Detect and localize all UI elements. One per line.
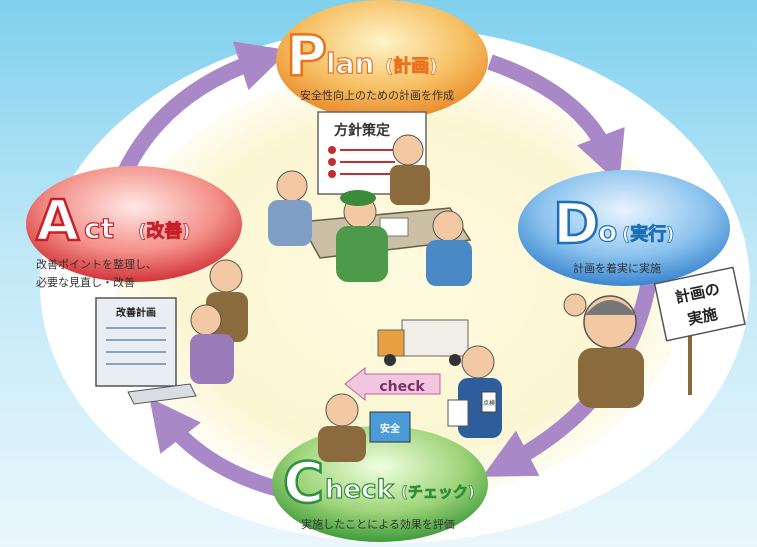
plan-big-letter: P [286, 24, 327, 89]
act-badge [26, 166, 242, 282]
check-inspector-clipboard [447, 399, 469, 427]
check-screen-label: 安全 [380, 422, 401, 435]
act-person-front-head [190, 304, 222, 336]
check-person-body [318, 426, 366, 462]
plan-title-sub: (計画) [385, 55, 437, 77]
check-person-head [325, 393, 359, 427]
plan-description: 安全性向上のための計画を作成 [300, 88, 454, 102]
person-body [336, 226, 388, 282]
person-body [426, 240, 472, 286]
check-inspector-head [461, 345, 495, 379]
check-arrow [344, 366, 441, 402]
person-head [276, 170, 308, 202]
phase-plan: P lan (計画) 安全性向上のための計画を作成 [276, 0, 488, 120]
do-man-body [578, 348, 644, 408]
act-person-back-head [209, 259, 243, 293]
act-title-sub: (改善) [138, 220, 190, 242]
person-body [268, 200, 312, 246]
do-sign: 計画の 実施 [653, 266, 746, 342]
do-illustration: 計画の 実施 [563, 266, 746, 408]
check-title-sub: (チェック) [401, 483, 475, 501]
check-inspector-badge [481, 391, 497, 413]
plan-board-lines [340, 149, 395, 175]
do-title-rest: o [598, 215, 617, 248]
check-illustration: check 安全 点検 [318, 319, 502, 462]
act-big-letter: A [36, 189, 80, 254]
plan-board-title: 方針策定 [334, 122, 390, 139]
arrow-check-to-act [149, 397, 285, 498]
do-sign-line2: 実施 [686, 305, 719, 329]
act-description-line2: 必要な見直し・改善 [36, 275, 135, 289]
meeting-people [268, 134, 472, 286]
phase-act: A ct (改善) 改善ポイントを整理し、 必要な見直し・改善 [26, 166, 242, 289]
do-big-letter: D [553, 192, 599, 257]
green-cap [340, 190, 376, 206]
plan-board-dots [328, 146, 336, 178]
check-truck-cargo [401, 319, 469, 357]
do-badge [518, 170, 730, 286]
cycle-inner-ellipse [115, 70, 685, 500]
act-keyboard [127, 383, 197, 405]
check-truck-cab [377, 329, 405, 357]
plan-title-rest: lan [326, 47, 374, 80]
plan-badge [276, 0, 488, 120]
phase-do: D o (実行) 計画を着実に実施 [518, 170, 730, 286]
person-head [432, 210, 464, 242]
do-man-hair [585, 300, 636, 315]
do-description: 計画を着実に実施 [573, 261, 661, 275]
truck-wheel [449, 354, 461, 366]
act-description-line1: 改善ポイントを整理し、 [36, 257, 157, 271]
do-man-fist [563, 293, 587, 317]
act-monitor [95, 297, 177, 387]
act-monitor-label: 改善計画 [116, 306, 156, 319]
check-big-letter: C [283, 451, 324, 516]
check-title-rest: heck [325, 475, 395, 505]
arrow-act-to-plan [117, 41, 290, 176]
truck-wheel [384, 354, 396, 366]
plan-illustration: 方針策定 [268, 111, 472, 286]
act-illustration: 改善計画 [95, 259, 248, 405]
arrow-plan-to-do [487, 54, 625, 184]
check-badge-label: 点検 [483, 399, 495, 407]
phase-check: C heck (チェック) 実施したことによる効果を評価 [272, 426, 488, 542]
check-arrow-label: check [379, 379, 425, 395]
person-head [392, 134, 424, 166]
person-body [390, 165, 430, 205]
check-description: 実施したことによる効果を評価 [301, 517, 455, 531]
check-laptop-screen [369, 411, 411, 443]
act-title-rest: ct [84, 212, 114, 245]
act-person-front-body [190, 334, 234, 384]
act-monitor-lines [106, 327, 166, 365]
do-title-sub: (実行) [622, 223, 674, 245]
